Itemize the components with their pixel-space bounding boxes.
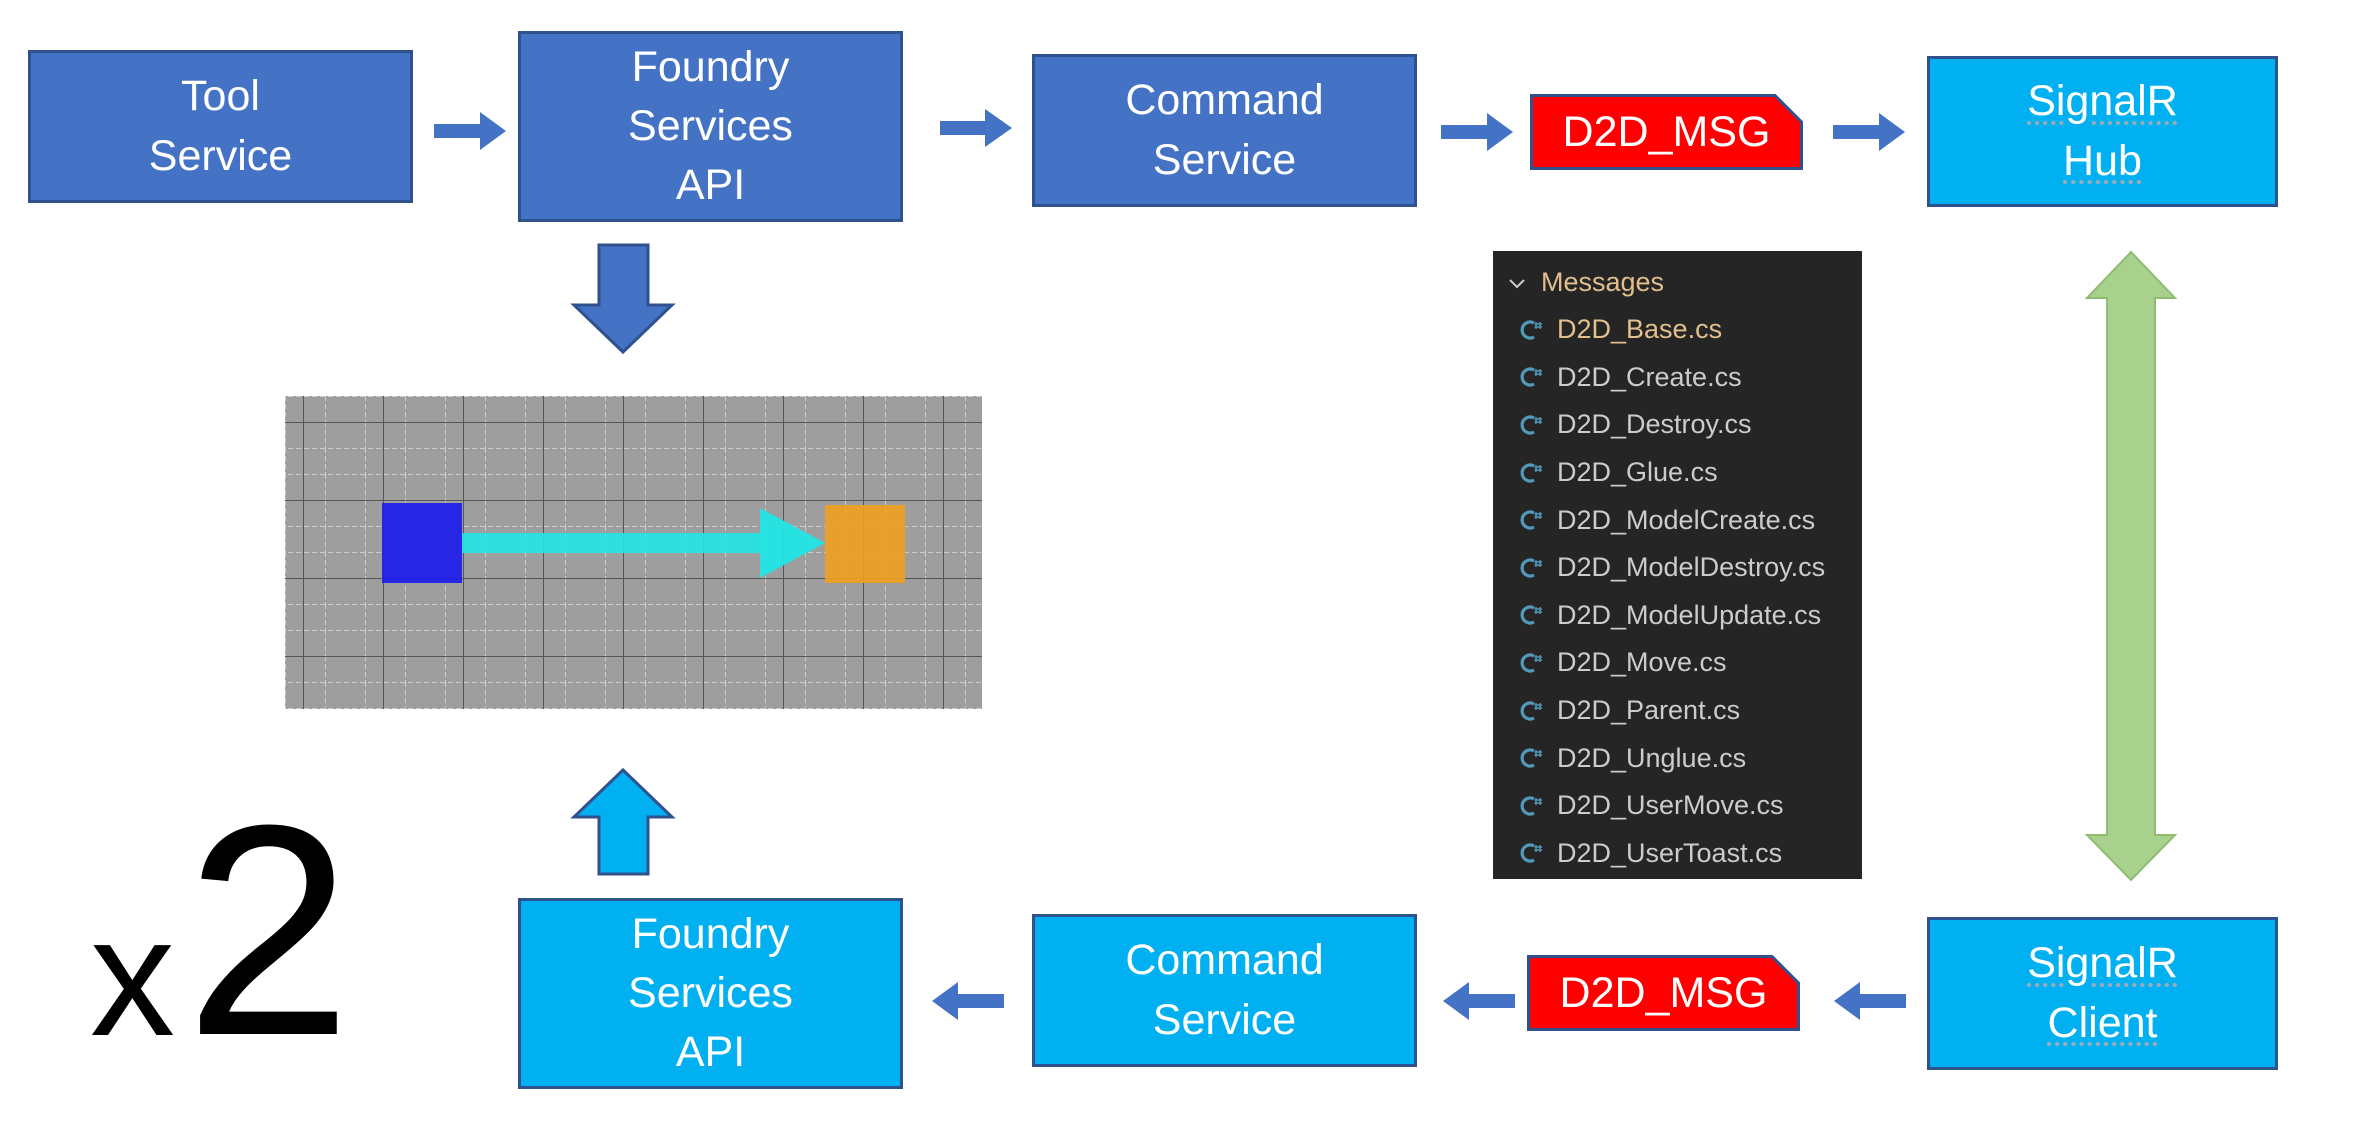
arrow-foundry-up: [570, 767, 676, 876]
file-item[interactable]: D2D_ModelDestroy.cs: [1493, 544, 1862, 592]
tool-service-box: Tool Service: [28, 50, 413, 203]
csharp-file-icon: [1520, 748, 1542, 768]
canvas-preview: [285, 396, 982, 709]
csharp-file-icon: [1520, 653, 1542, 673]
csharp-file-icon: [1520, 462, 1542, 483]
arrow-msg-to-hub: [1833, 113, 1905, 151]
chevron-down-icon: [1509, 278, 1525, 288]
signalr-client-box: SignalR Client: [1927, 917, 2278, 1070]
csharp-file-icon: [1520, 605, 1542, 625]
cyan-connector: [462, 533, 762, 553]
file-name: D2D_ModelDestroy.cs: [1557, 552, 1826, 583]
arrow-client-to-msg: [1834, 982, 1906, 1020]
file-name: D2D_Move.cs: [1557, 647, 1727, 678]
file-name: D2D_ModelCreate.cs: [1557, 504, 1816, 535]
foundry-api-label-bottom: Foundry Services API: [628, 909, 793, 1077]
file-item[interactable]: D2D_UserMove.cs: [1493, 782, 1862, 830]
messages-folder-label: Messages: [1541, 267, 1665, 297]
d2d-msg-bottom-label: D2D_MSG: [1559, 968, 1768, 1017]
file-item[interactable]: D2D_ModelUpdate.cs: [1493, 592, 1862, 640]
file-name: D2D_UserMove.cs: [1557, 790, 1784, 821]
orange-square: [825, 505, 905, 583]
csharp-file-icon: [1520, 558, 1542, 578]
csharp-file-icon: [1520, 843, 1542, 863]
arrow-foundry-down: [570, 243, 676, 355]
file-item[interactable]: D2D_ModelCreate.cs: [1493, 496, 1862, 544]
csharp-file-icon: [1520, 796, 1542, 816]
signalr-client-label: SignalR Client: [2027, 939, 2178, 1047]
file-name: D2D_UserToast.cs: [1557, 837, 1783, 868]
file-name: D2D_Parent.cs: [1557, 695, 1741, 726]
cyan-arrowhead: [760, 508, 825, 578]
foundry-api-box-bottom: Foundry Services API: [518, 898, 903, 1089]
file-item[interactable]: D2D_Move.cs: [1493, 639, 1862, 687]
arrow-foundry-to-command: [940, 109, 1012, 147]
csharp-file-icon: [1520, 415, 1542, 435]
csharp-file-icon: [1520, 510, 1542, 530]
arrow-tool-to-foundry: [434, 112, 506, 150]
command-service-box-bottom: Command Service: [1032, 914, 1417, 1067]
file-item[interactable]: D2D_Unglue.cs: [1493, 734, 1862, 782]
file-item[interactable]: D2D_Create.cs: [1493, 354, 1862, 402]
signalr-hub-label: SignalR Hub: [2027, 77, 2178, 185]
blue-square: [382, 503, 462, 583]
multiplier-x: x: [90, 882, 175, 1072]
arrow-msg-to-command: [1443, 982, 1515, 1020]
file-name: D2D_Create.cs: [1557, 361, 1742, 392]
multiplier-number: 2: [185, 762, 352, 1098]
foundry-api-label-top: Foundry Services API: [628, 42, 793, 210]
file-name: D2D_Destroy.cs: [1557, 409, 1752, 440]
file-item[interactable]: D2D_Base.cs: [1493, 306, 1862, 354]
file-item[interactable]: D2D_Destroy.cs: [1493, 401, 1862, 449]
command-service-label-bottom: Command Service: [1125, 936, 1324, 1044]
file-name: D2D_Base.cs: [1557, 314, 1723, 345]
file-name: D2D_Unglue.cs: [1557, 742, 1747, 773]
d2d-msg-top: D2D_MSG: [1530, 94, 1803, 170]
csharp-file-icon: [1520, 320, 1542, 340]
arrow-command-to-msg: [1441, 113, 1513, 151]
csharp-file-icon: [1520, 700, 1542, 721]
arrow-command-to-foundry: [932, 982, 1004, 1020]
messages-folder[interactable]: Messages: [1493, 259, 1862, 306]
file-item[interactable]: D2D_Parent.cs: [1493, 687, 1862, 735]
file-name: D2D_ModelUpdate.cs: [1557, 599, 1822, 630]
message-shape-bottom: [1527, 955, 1800, 1031]
signalr-hub-box: SignalR Hub: [1927, 56, 2278, 207]
d2d-msg-top-label: D2D_MSG: [1562, 107, 1771, 156]
sync-arrow-hub-client: [2084, 250, 2178, 882]
command-service-label-top: Command Service: [1125, 76, 1324, 184]
foundry-api-box-top: Foundry Services API: [518, 31, 903, 222]
message-shape-top: [1530, 94, 1803, 170]
file-item[interactable]: D2D_Glue.cs: [1493, 449, 1862, 497]
file-item[interactable]: D2D_UserToast.cs: [1493, 830, 1862, 878]
d2d-msg-bottom: D2D_MSG: [1527, 955, 1800, 1031]
multiplier-label: x 2: [90, 780, 352, 1080]
tool-service-label: Tool Service: [148, 72, 293, 180]
file-name: D2D_Glue.cs: [1557, 457, 1718, 488]
command-service-box-top: Command Service: [1032, 54, 1417, 207]
csharp-file-icon: [1520, 367, 1542, 387]
canvas-grid: [285, 396, 982, 709]
